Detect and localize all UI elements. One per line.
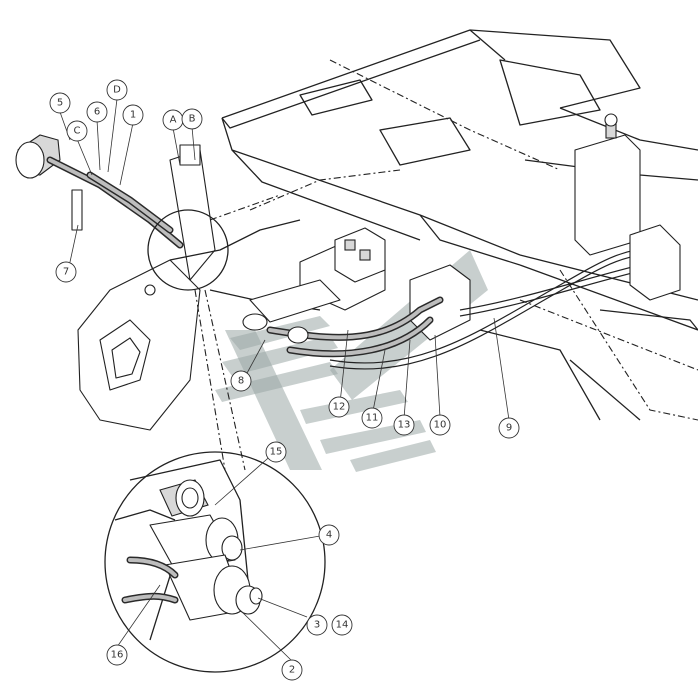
callout-1: 1 (122, 104, 144, 126)
svg-text:15: 15 (270, 447, 283, 458)
callout-C: C (66, 120, 88, 142)
callout-9: 9 (498, 417, 520, 439)
svg-text:1: 1 (130, 110, 136, 121)
callout-3: 3 (306, 614, 328, 636)
callout-2: 2 (281, 659, 303, 681)
svg-text:B: B (189, 114, 196, 125)
svg-text:12: 12 (333, 402, 346, 413)
svg-text:A: A (170, 115, 177, 126)
hydraulic-reservoir (574, 113, 681, 301)
callout-6: 6 (86, 101, 108, 123)
callout-14: 14 (331, 614, 353, 636)
callout-10: 10 (429, 414, 451, 436)
callout-12: 12 (328, 396, 350, 418)
hose-clamp (71, 189, 83, 231)
svg-text:6: 6 (94, 107, 100, 118)
hose-end-cap (15, 141, 45, 179)
svg-text:14: 14 (336, 620, 349, 631)
callout-15: 15 (265, 441, 287, 463)
callout-7: 7 (55, 261, 77, 283)
svg-text:7: 7 (63, 267, 69, 278)
callout-16: 16 (106, 644, 128, 666)
callout-D: D (106, 79, 128, 101)
svg-text:16: 16 (111, 650, 124, 661)
detail-link-line (194, 289, 226, 471)
callout-8: 8 (230, 370, 252, 392)
svg-text:10: 10 (434, 420, 447, 431)
callout-B: B (181, 108, 203, 130)
bracket-cap (179, 144, 201, 166)
svg-text:D: D (113, 85, 121, 96)
callout-4: 4 (318, 524, 340, 546)
svg-text:2: 2 (289, 665, 295, 676)
svg-text:8: 8 (238, 376, 244, 387)
svg-text:9: 9 (506, 423, 512, 434)
reservoir-cap-icon (604, 113, 618, 127)
detail-view-couplings (104, 451, 326, 673)
bolt-icon (144, 284, 156, 296)
svg-text:5: 5 (57, 98, 63, 109)
callout-5: 5 (49, 92, 71, 114)
svg-text:11: 11 (366, 413, 379, 424)
callout-11: 11 (361, 407, 383, 429)
svg-text:3: 3 (314, 620, 320, 631)
svg-text:13: 13 (398, 420, 411, 431)
svg-text:C: C (74, 126, 81, 137)
upper-left-hose-assembly (15, 134, 184, 296)
callout-13: 13 (393, 414, 415, 436)
cross-beam (242, 279, 341, 344)
detail-link-line-2 (204, 289, 246, 471)
detail-marker-circle (147, 209, 229, 291)
svg-text:4: 4 (326, 530, 332, 541)
callout-A: A (162, 109, 184, 131)
callout-leaders (59, 98, 510, 662)
